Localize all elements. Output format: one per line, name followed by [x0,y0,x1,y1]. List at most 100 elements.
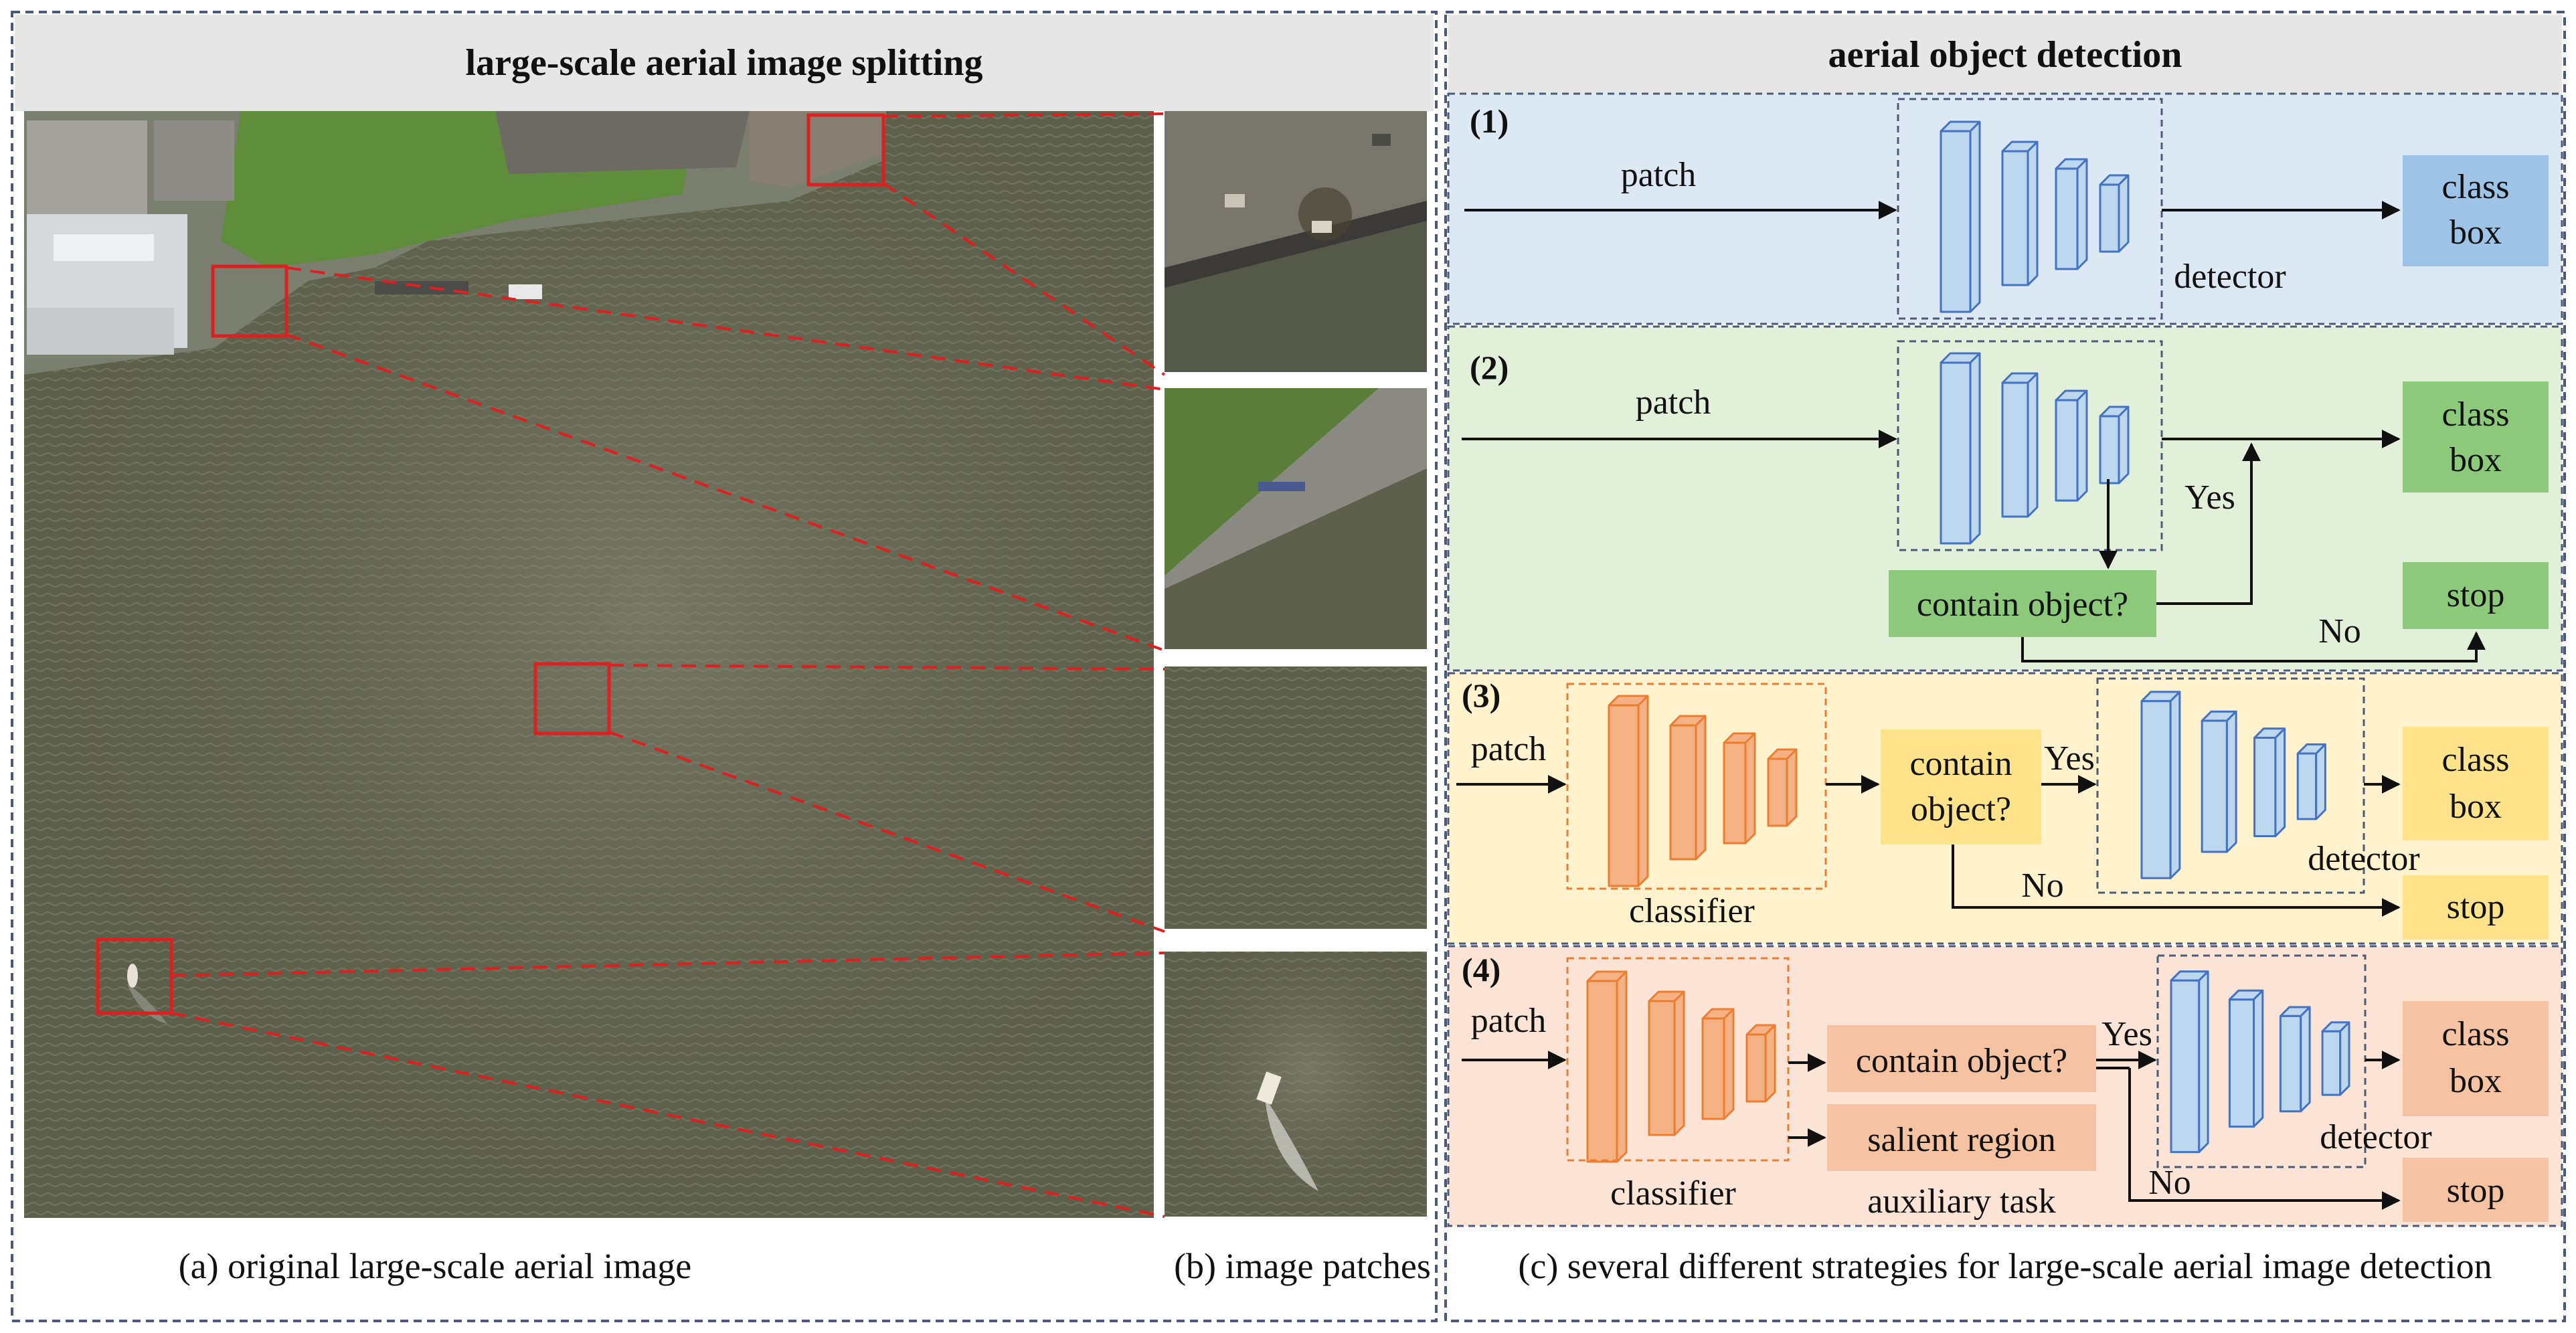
detector-block-4 [2321,1021,2350,1096]
strategy-2-patch-label: patch [1636,383,1711,422]
strategy-1-detector-label: detector [2174,258,2286,296]
detector-block-4 [2099,406,2130,484]
strategy-3-stop: stop [2447,888,2505,926]
caption-b: (b) image patches [1174,1246,1431,1286]
strategy-3-question-box [1881,729,2041,845]
left-header-bg [15,15,1434,111]
left-panel: large-scale aerial image splitting [11,11,1438,1322]
left-panel-border [11,11,1438,1322]
right-panel-border [1444,11,2566,1322]
detector-block-2 [2001,141,2039,286]
strategy-2-question: contain object? [1917,586,2128,624]
patch-image-1 [1165,111,1427,372]
strategy-3: (3) patch classifier contain object? Yes… [1447,672,2563,945]
strategy-1: (1) patch detector class box [1447,92,2563,325]
strategy-4-stop-box [2403,1158,2549,1222]
classifier-block-1 [1586,970,1628,1163]
detector-block-3 [2055,389,2088,502]
selection-box-2 [211,264,288,338]
strategy-2-output-box-label: box [2450,441,2502,479]
strategy-3-number: (3) [1462,677,1500,714]
classifier-block-2 [1669,715,1707,861]
strategy-4-output-box-label: box [2450,1062,2502,1100]
caption-a: (a) original large-scale aerial image [179,1246,692,1286]
strategy-1-output-class: class [2441,168,2509,206]
strategy-3-question-l2: object? [1911,790,2011,828]
strategy-4-detector-label: detector [2320,1118,2431,1156]
strategy-4-stop: stop [2447,1172,2505,1210]
strategy-3-no: No [2021,867,2064,905]
patch-image-4 [1165,952,1427,1217]
classifier-block-2 [1648,990,1685,1136]
detector-block-3 [2279,1006,2311,1113]
classifier-block-4 [1745,1024,1776,1103]
strategy-3-yes: Yes [2044,739,2095,778]
strategy-1-number: (1) [1470,102,1509,140]
selection-box-1 [806,113,885,187]
strategy-4: (4) patch classifier contain object? sal… [1447,945,2563,1227]
strategy-4-output-box [2403,1001,2549,1116]
strategy-2-yes: Yes [2184,478,2235,517]
strategy-2-stop: stop [2447,576,2505,614]
classifier-block-3 [1723,732,1756,845]
detector-block-1 [2170,970,2209,1154]
left-header: large-scale aerial image splitting [466,42,983,84]
strategy-4-classifier-label: classifier [1610,1174,1736,1213]
selection-box-3 [533,662,611,735]
strategy-4-salient: salient region [1867,1121,2056,1159]
detector-block-2 [2001,372,2039,518]
strategy-3-question-l1: contain [1909,745,2012,783]
strategy-4-patch-label: patch [1471,1002,1547,1040]
strategy-3-classifier-label: classifier [1629,892,1755,930]
strategy-4-number: (4) [1462,951,1500,988]
strategy-4-auxiliary: auxiliary task [1867,1182,2056,1221]
selection-boxes [96,113,885,1015]
strategy-2-stop-box [2403,562,2549,629]
classifier-network [1586,970,1776,1163]
strategy-2-question-box [1889,570,2156,637]
detector-block-2 [2201,710,2237,853]
detector-network [1940,120,2130,313]
detector-block-4 [2296,743,2326,820]
strategy-3-stop-box [2403,875,2549,940]
classifier-block-4 [1767,748,1798,827]
patch-image-2 [1165,388,1427,649]
detector-network [2170,970,2350,1154]
strategy-4-no: No [2148,1164,2191,1202]
detector-block-3 [2055,158,2088,270]
right-header: aerial object detection [1828,34,2182,76]
strategy-4-question-box [1827,1025,2096,1092]
strategy-4-question: contain object? [1856,1042,2067,1080]
strategy-1-patch-label: patch [1621,156,1697,194]
strategy-4-yes: Yes [2101,1015,2152,1053]
caption-c: (c) several different strategies for lar… [1518,1246,2492,1286]
strategy-4-output-class: class [2441,1015,2509,1053]
strategy-4-salient-box [1827,1104,2096,1171]
strategy-3-output-class: class [2441,741,2509,779]
strategy-2-output-box [2403,381,2549,493]
detector-network [2140,691,2326,879]
zoom-lines [171,112,1166,1218]
image-patches [1165,111,1427,1217]
detector-block-4 [2099,174,2130,253]
detector-block-1 [1940,120,1981,313]
detector-block-1 [1940,352,1981,545]
patch-image-3 [1165,666,1427,929]
right-header-bg [1448,15,2562,94]
right-panel: aerial object detection (1) patch detect… [1444,11,2566,1322]
strategy-1-output-box [2403,155,2549,266]
strategy-1-output-box-label: box [2450,213,2502,252]
detector-block-2 [2228,989,2264,1128]
strategy-2-output-class: class [2441,395,2509,434]
detector-block-3 [2253,727,2286,838]
detector-block-1 [2140,691,2181,879]
strategy-3-detector-label: detector [2308,840,2419,878]
classifier-block-1 [1608,695,1649,887]
classifier-network [1608,695,1798,887]
strategy-2-number: (2) [1470,349,1509,386]
strategy-2-no: No [2318,612,2361,650]
strategy-3-output-box-label: box [2450,788,2502,826]
classifier-block-3 [1701,1008,1735,1120]
selection-box-4 [96,938,173,1015]
